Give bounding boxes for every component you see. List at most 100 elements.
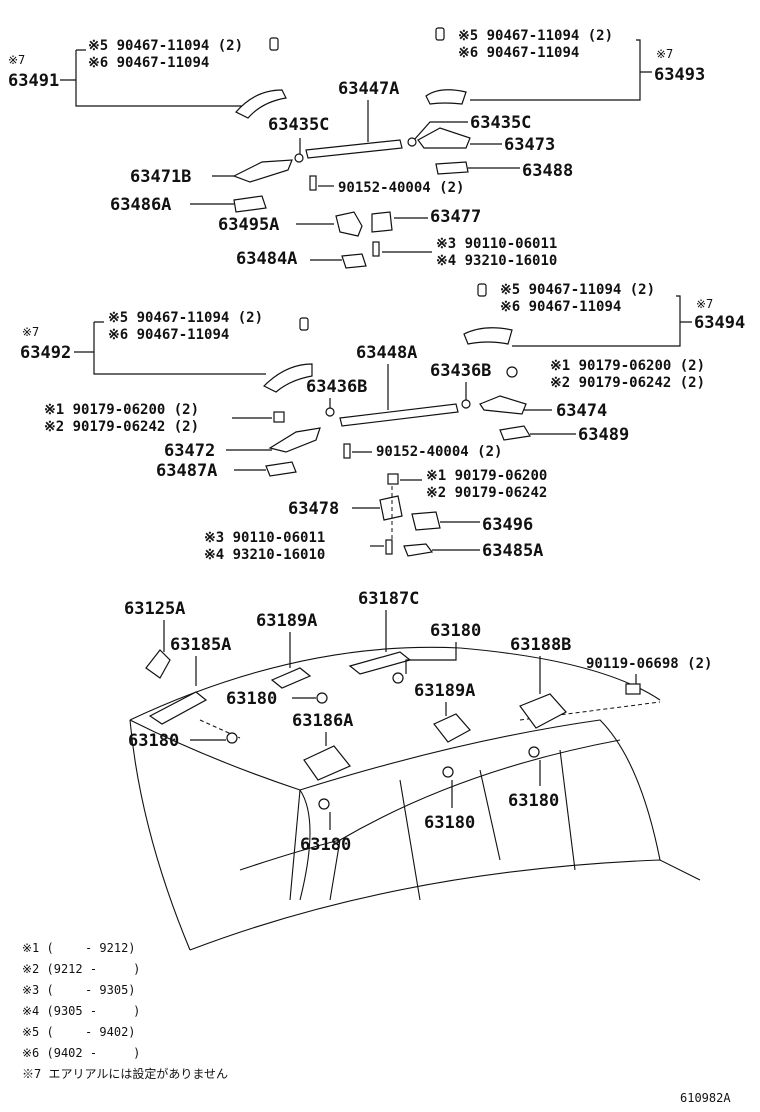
legend: ※1 ( - 9212) ※2 (9212 - ) ※3 ( - 9305) ※… bbox=[22, 941, 228, 1081]
cap-63435C-right bbox=[407, 137, 417, 147]
ref-m7-right: ※7 bbox=[696, 297, 713, 311]
roof-edge bbox=[129, 646, 661, 721]
label-63491: 63491 bbox=[8, 71, 59, 91]
middle-rail-assembly: ※5 90467-11094 (2) ※6 90467-11094 ※7 634… bbox=[20, 282, 745, 563]
bolt-icon bbox=[442, 766, 454, 778]
nut-icon bbox=[387, 473, 399, 485]
bolt-icon bbox=[528, 746, 540, 758]
clip-icon bbox=[477, 283, 487, 297]
label-63472: 63472 bbox=[164, 441, 215, 461]
ref-m6-left: ※6 90467-11094 bbox=[108, 327, 229, 343]
label-63474: 63474 bbox=[556, 401, 607, 421]
ref-m7-left: ※7 bbox=[22, 325, 39, 339]
pad-63489 bbox=[499, 425, 531, 441]
label-90119: 90119-06698 (2) bbox=[586, 656, 712, 672]
ref-m5-right: ※5 90467-11094 (2) bbox=[500, 282, 655, 298]
part-63189A-a bbox=[270, 667, 312, 689]
ref-m2-left: ※2 90179-06242 (2) bbox=[44, 419, 199, 435]
part-63125A bbox=[145, 649, 171, 679]
part-63187C bbox=[348, 651, 412, 675]
ref-m4-center: ※4 93210-16010 bbox=[204, 547, 325, 563]
end-cover-63494 bbox=[463, 327, 513, 345]
nut-icon bbox=[506, 366, 518, 378]
ref-m3-center: ※3 90110-06011 bbox=[204, 530, 325, 546]
windshield-edge bbox=[129, 719, 311, 901]
screw-icon bbox=[372, 241, 380, 257]
part-63188B bbox=[519, 693, 567, 729]
part-63186A bbox=[303, 745, 351, 781]
vehicle-body bbox=[129, 646, 701, 951]
ref-m2-center: ※2 90179-06242 bbox=[426, 485, 547, 501]
label-90152-mid: 90152-40004 (2) bbox=[376, 444, 502, 460]
label-63489: 63489 bbox=[578, 425, 629, 445]
leader-63494 bbox=[512, 295, 692, 347]
ref-m2-right: ※2 90179-06242 (2) bbox=[550, 375, 705, 391]
pad-63488 bbox=[435, 161, 469, 175]
leader-63435C-right bbox=[413, 121, 468, 141]
clip-icon bbox=[299, 317, 309, 331]
legend-line: ※2 (9212 - ) bbox=[22, 962, 140, 976]
label-63436B-left: 63436B bbox=[306, 377, 367, 397]
leader-63492 bbox=[74, 321, 266, 375]
ref-t5-right: ※5 90467-11094 (2) bbox=[458, 28, 613, 44]
bracket-assembly: 63125A 63185A 63189A 63187C 63180 63188B… bbox=[124, 589, 712, 855]
label-63473: 63473 bbox=[504, 135, 555, 155]
label-63180-f: 63180 bbox=[300, 835, 351, 855]
clip-icon bbox=[435, 27, 445, 41]
ref-m5-left: ※5 90467-11094 (2) bbox=[108, 310, 263, 326]
legend-line: ※3 ( - 9305) bbox=[22, 983, 136, 997]
clip-icon bbox=[269, 37, 279, 51]
label-63477: 63477 bbox=[430, 207, 481, 227]
label-63189A-b: 63189A bbox=[414, 681, 475, 701]
part-63185A bbox=[148, 691, 208, 725]
label-63125A: 63125A bbox=[124, 599, 185, 619]
screw-icon bbox=[309, 175, 317, 191]
ref-t7-right: ※7 bbox=[656, 47, 673, 61]
label-63486A: 63486A bbox=[110, 195, 171, 215]
end-cover-63491 bbox=[235, 89, 287, 119]
ref-t7-left: ※7 bbox=[8, 53, 25, 67]
label-63180-e: 63180 bbox=[508, 791, 559, 811]
label-63180-a: 63180 bbox=[430, 621, 481, 641]
screw-icon bbox=[343, 443, 351, 459]
lower-body bbox=[189, 859, 701, 951]
gasket-63484A bbox=[341, 253, 367, 269]
bracket-63478 bbox=[379, 495, 403, 521]
label-63186A: 63186A bbox=[292, 711, 353, 731]
rail-63448A bbox=[339, 403, 459, 427]
cap-63435C-left bbox=[294, 153, 304, 163]
nut-icon bbox=[273, 411, 285, 423]
bolt-icon bbox=[226, 732, 238, 744]
pillars bbox=[399, 749, 576, 901]
legend-line: ※7 エアリアルには設定がありません bbox=[22, 1066, 228, 1081]
ref-t6-left: ※6 90467-11094 bbox=[88, 55, 209, 71]
a-pillar bbox=[289, 789, 301, 901]
label-63188B: 63188B bbox=[510, 635, 571, 655]
bolt-icon bbox=[625, 683, 641, 695]
label-63189A-a: 63189A bbox=[256, 611, 317, 631]
bolt-icon bbox=[316, 692, 328, 704]
label-63494: 63494 bbox=[694, 313, 745, 333]
label-63492: 63492 bbox=[20, 343, 71, 363]
bolt-icon bbox=[392, 672, 404, 684]
block-63477 bbox=[371, 211, 393, 233]
gasket-63485A bbox=[403, 543, 434, 557]
leg-63471B bbox=[232, 159, 293, 183]
part-63189A-b bbox=[433, 713, 471, 743]
label-63496: 63496 bbox=[482, 515, 533, 535]
end-cover-63493 bbox=[425, 89, 467, 105]
label-63471B: 63471B bbox=[130, 167, 191, 187]
leg-63472 bbox=[268, 427, 321, 453]
ref-m1-left: ※1 90179-06200 (2) bbox=[44, 402, 199, 418]
label-63180-b: 63180 bbox=[226, 689, 277, 709]
label-63436B-right: 63436B bbox=[430, 361, 491, 381]
label-63484A: 63484A bbox=[236, 249, 297, 269]
cap-63436B-left bbox=[325, 407, 335, 417]
leader-63180-a bbox=[405, 642, 457, 674]
label-63185A: 63185A bbox=[170, 635, 231, 655]
label-90152-top: 90152-40004 (2) bbox=[338, 180, 464, 196]
roof-side bbox=[299, 719, 661, 861]
label-63448A: 63448A bbox=[356, 343, 417, 363]
diagram-id: 610982A bbox=[680, 1091, 731, 1105]
label-63447A: 63447A bbox=[338, 79, 399, 99]
